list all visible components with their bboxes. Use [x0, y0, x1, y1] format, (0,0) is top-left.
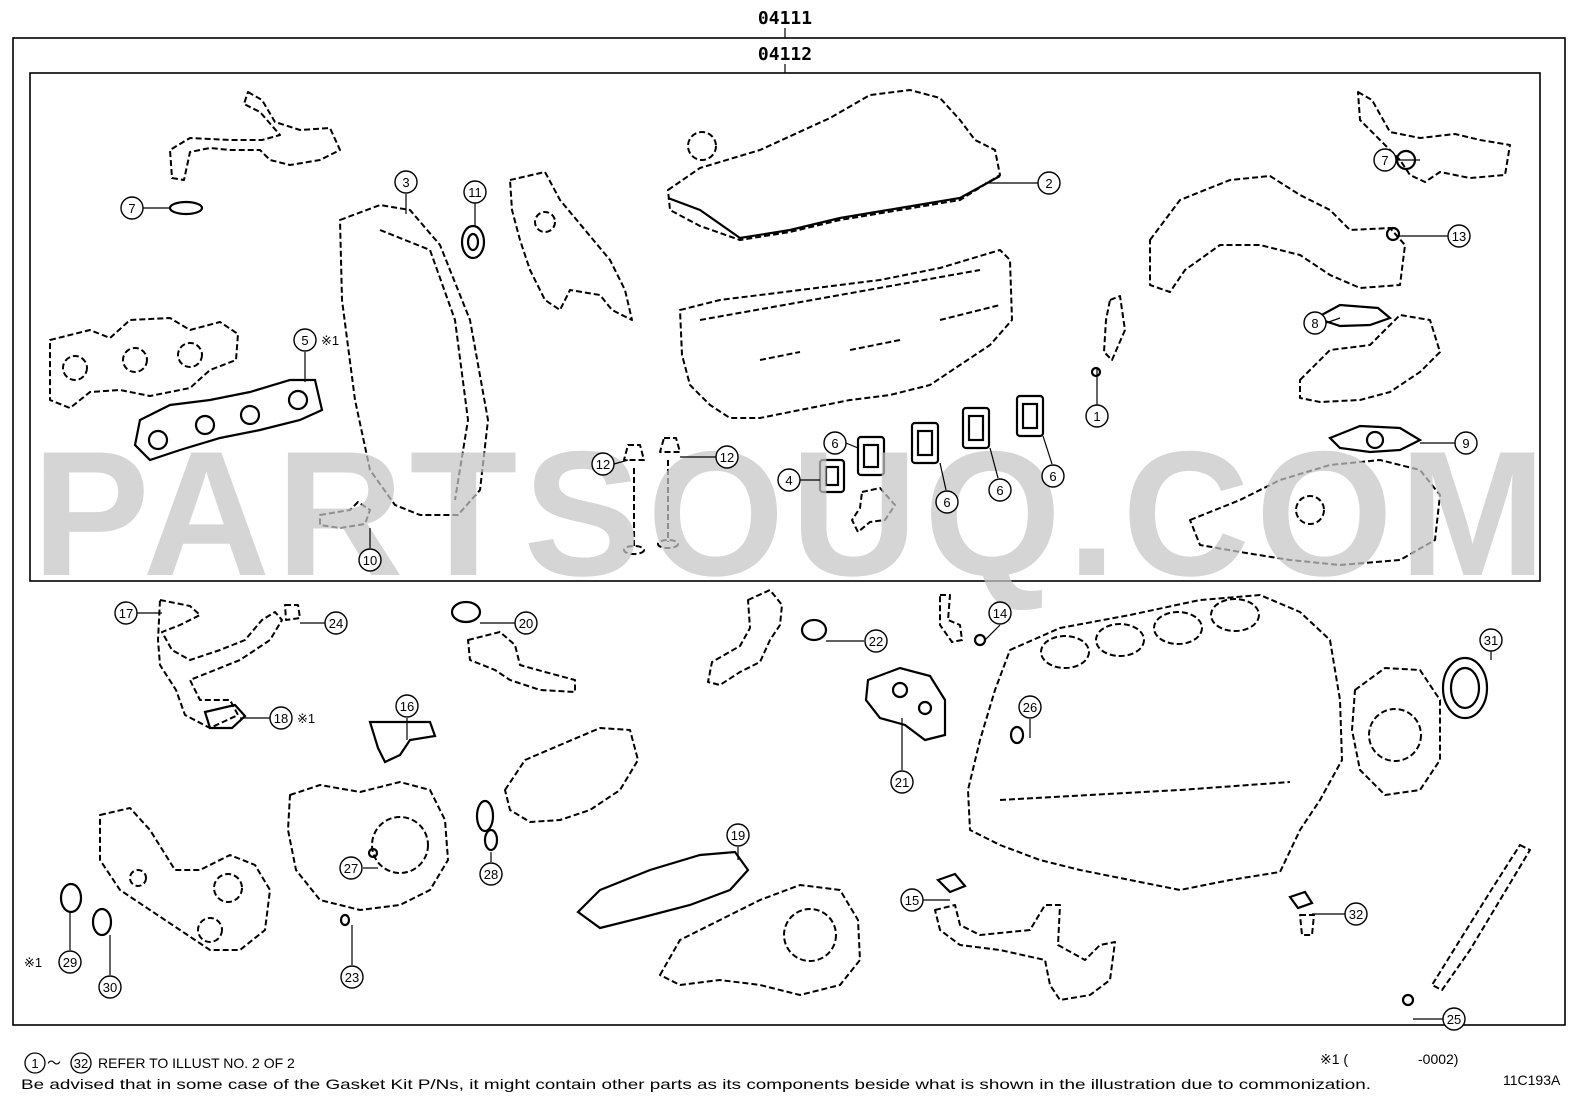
- callout-label: 6: [943, 495, 950, 510]
- footnote-range: -0002): [1418, 1051, 1458, 1067]
- callout-label: 7: [128, 201, 135, 216]
- callout-label: 19: [731, 828, 745, 843]
- callout-label: 24: [329, 616, 343, 631]
- callout-25[interactable]: [1442, 1007, 1466, 1031]
- callout-4[interactable]: [777, 468, 801, 492]
- watermark: PARTSOUQ.COM: [32, 414, 1552, 613]
- callout-label: 17: [119, 606, 133, 621]
- callout-28[interactable]: [479, 862, 503, 886]
- callout-6[interactable]: [1041, 464, 1065, 488]
- callout-32[interactable]: [1344, 902, 1368, 926]
- callout-label: 16: [400, 699, 414, 714]
- footer-notes: 1 〜 32 REFER TO ILLUST NO. 2 OF 2 ※1 ( -…: [21, 1051, 1561, 1092]
- callout-12[interactable]: [715, 445, 739, 469]
- callout-label: 10: [363, 553, 377, 568]
- callout-label: 21: [895, 775, 909, 790]
- callout-label: 1: [1093, 409, 1100, 424]
- callout-22[interactable]: [864, 629, 888, 653]
- callout-label: 9: [1462, 436, 1469, 451]
- callout-label: 27: [344, 861, 358, 876]
- callout-31[interactable]: [1479, 628, 1503, 652]
- callout-10[interactable]: [358, 548, 382, 572]
- callout-7[interactable]: [120, 196, 144, 220]
- callout-label: 4: [785, 473, 792, 488]
- callout-23[interactable]: [340, 965, 364, 989]
- callout-26[interactable]: [1018, 695, 1042, 719]
- callout-2[interactable]: [1037, 171, 1061, 195]
- callout-8[interactable]: [1303, 311, 1327, 335]
- range-end-label: 32: [74, 1056, 88, 1071]
- callout-29[interactable]: [58, 950, 82, 974]
- callout-7[interactable]: [1373, 148, 1397, 172]
- callout-label: 12: [720, 450, 734, 465]
- callout-6[interactable]: [823, 431, 847, 455]
- range-end-callout: [70, 1052, 92, 1074]
- callout-6[interactable]: [988, 478, 1012, 502]
- callout-label: 8: [1311, 316, 1318, 331]
- callouts: 1 2 3 4 5 ※1 6 6 6 6 7: [24, 148, 1503, 1031]
- callout-5[interactable]: [293, 328, 317, 352]
- callout-27[interactable]: [339, 856, 363, 880]
- range-start-callout: [24, 1052, 46, 1074]
- outer-kit-frame: [12, 37, 1566, 1026]
- callout-13[interactable]: [1447, 224, 1471, 248]
- callout-label: 7: [1381, 153, 1388, 168]
- callout-label: 28: [484, 867, 498, 882]
- callout-label: 6: [1049, 469, 1056, 484]
- range-tilde: 〜: [47, 1055, 61, 1071]
- callout-label: 2: [1045, 176, 1052, 191]
- outer-kit-code[interactable]: 04111: [758, 8, 812, 29]
- callout-21[interactable]: [890, 770, 914, 794]
- callout-label: 14: [993, 606, 1007, 621]
- illustration-id: 11C193A: [1503, 1072, 1561, 1088]
- callout-label: 18: [274, 711, 288, 726]
- callout-12[interactable]: [591, 452, 615, 476]
- refer-note: REFER TO ILLUST NO. 2 OF 2: [98, 1055, 295, 1071]
- callout-20[interactable]: [514, 611, 538, 635]
- callout-9[interactable]: [1454, 431, 1478, 455]
- callout-label: 6: [831, 436, 838, 451]
- callout-3[interactable]: [394, 170, 418, 194]
- disclaimer-text: Be advised that in some case of the Gask…: [21, 1076, 1371, 1092]
- callout-label: 23: [345, 970, 359, 985]
- callout-label: 13: [1452, 229, 1466, 244]
- callout-30[interactable]: [98, 975, 122, 999]
- callout-19[interactable]: [726, 823, 750, 847]
- callout-6[interactable]: [935, 490, 959, 514]
- callout-label: 29: [63, 955, 77, 970]
- callout-label: 22: [869, 634, 883, 649]
- callout-label: 20: [519, 616, 533, 631]
- callout-note-mark: ※1: [321, 333, 339, 348]
- footnote-mark: ※1 (: [1320, 1051, 1348, 1067]
- callout-note-mark: ※1: [297, 711, 315, 726]
- callout-label: 3: [402, 175, 409, 190]
- inner-kit-code[interactable]: 04112: [758, 44, 812, 65]
- callout-label: 5: [301, 333, 308, 348]
- callout-label: 12: [596, 457, 610, 472]
- callout-label: 11: [468, 185, 482, 200]
- callout-label: 6: [996, 483, 1003, 498]
- callout-note-mark: ※1: [24, 955, 42, 970]
- callout-label: 15: [905, 893, 919, 908]
- parts-line-art: [49, 89, 1511, 566]
- callout-label: 26: [1023, 700, 1037, 715]
- callout-17[interactable]: [114, 601, 138, 625]
- callout-label: 32: [1349, 907, 1363, 922]
- callout-label: 30: [103, 980, 117, 995]
- callout-label: 25: [1447, 1012, 1461, 1027]
- range-start-label: 1: [31, 1056, 38, 1071]
- callout-16[interactable]: [395, 694, 419, 718]
- inner-kit-frame: [29, 72, 1541, 582]
- callout-15[interactable]: [900, 888, 924, 912]
- callout-24[interactable]: [324, 611, 348, 635]
- callout-14[interactable]: [988, 601, 1012, 625]
- callout-18[interactable]: [269, 706, 293, 730]
- callout-11[interactable]: [463, 180, 487, 204]
- callout-label: 31: [1484, 633, 1498, 648]
- callout-1[interactable]: [1085, 404, 1109, 428]
- parts-line-art-lower: [59, 589, 1531, 1007]
